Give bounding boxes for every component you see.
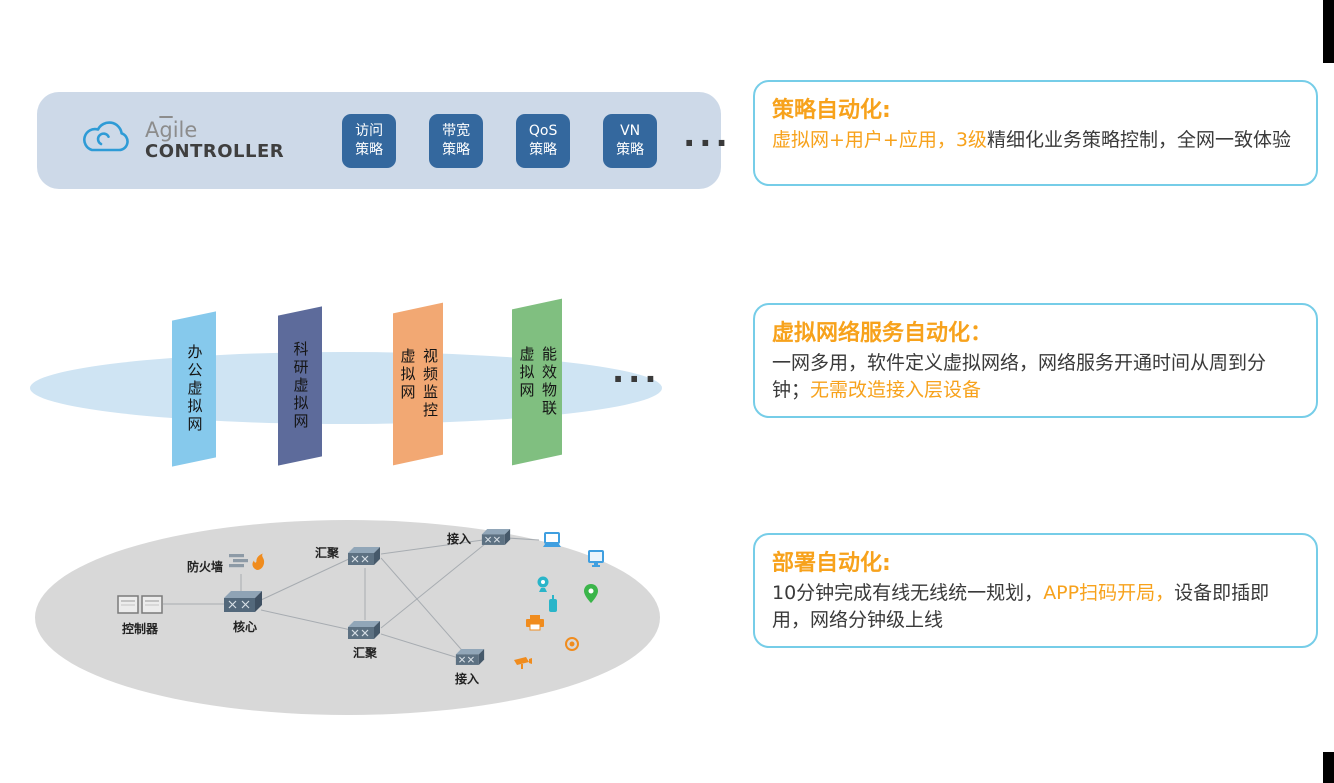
brand-text: Agile CONTROLLER xyxy=(145,118,285,163)
access-bottom-label: 接入 xyxy=(455,672,480,686)
cctv-camera-icon xyxy=(513,655,533,674)
controller-label: 控制器 xyxy=(121,622,158,636)
vn-panel-iot: 能效物联 虚拟网 xyxy=(512,298,562,466)
dome-camera-icon xyxy=(564,636,580,656)
monitor-icon xyxy=(587,550,605,572)
agile-controller-logo: Agile CONTROLLER xyxy=(77,118,285,163)
handset-icon xyxy=(547,595,559,617)
page-edge-bar-top xyxy=(1323,0,1334,63)
controller-banner: Agile CONTROLLER 访问 策略 带宽 策略 QoS 策略 VN 策… xyxy=(37,92,728,189)
vn-panel-office: 办公虚拟网 xyxy=(172,311,216,467)
callout-policy-automation-body: 虚拟网+用户+应用，3级精细化业务策略控制，全网一致体验 xyxy=(772,129,1291,151)
webcam-icon xyxy=(535,575,551,597)
brand-name: Agile xyxy=(145,118,198,143)
callout-vn-service-automation-title: 虚拟网络服务自动化： xyxy=(772,321,993,346)
access-top-switch-icon xyxy=(481,528,511,550)
page-edge-bar-bottom xyxy=(1323,752,1334,783)
callout-deployment-automation-body: 10分钟完成有线无线统一规划，APP扫码开局，设备即插即用，网络分钟级上线 xyxy=(772,582,1270,631)
vn-ellipsis: ... xyxy=(612,352,661,390)
vn-panel-iot-label: 能效物联 虚拟网 xyxy=(517,346,558,418)
policy-tile-vn: VN 策略 xyxy=(603,113,658,168)
location-pin-icon xyxy=(584,584,598,607)
aggregation-top-switch-icon xyxy=(347,546,381,570)
virtual-network-plane xyxy=(30,352,662,424)
topology-links xyxy=(163,537,540,661)
policy-tile-qos: QoS 策略 xyxy=(516,113,571,168)
brand-subname: CONTROLLER xyxy=(145,141,285,163)
callout-vn-service-automation-body: 一网多用，软件定义虚拟网络，网络服务开通时间从周到分钟；无需改造接入层设备 xyxy=(772,352,1267,401)
printer-icon xyxy=(525,615,545,635)
laptop-icon xyxy=(541,532,563,554)
access-top-label: 接入 xyxy=(447,532,472,546)
core-label: 核心 xyxy=(232,620,257,634)
cloud-icon xyxy=(77,119,133,161)
physical-network: 控制器 防火墙 核心 汇聚 xyxy=(35,520,660,715)
policy-tile-access: 访问 策略 xyxy=(342,113,397,168)
physical-network-plane xyxy=(35,520,660,715)
banner-ellipsis: ... xyxy=(683,115,732,154)
callout-deployment-automation: 部署自动化: 10分钟完成有线无线统一规划，APP扫码开局，设备即插即用，网络分… xyxy=(753,533,1318,648)
policy-tiles: 访问 策略 带宽 策略 QoS 策略 VN 策略 xyxy=(342,113,658,168)
vn-panel-research: 科研虚拟网 xyxy=(278,306,322,466)
callout-deployment-automation-title: 部署自动化: xyxy=(772,551,891,576)
core-switch-icon xyxy=(223,590,263,618)
aggregation-bottom-label: 汇聚 xyxy=(353,646,378,660)
callout-vn-service-automation: 虚拟网络服务自动化： 一网多用，软件定义虚拟网络，网络服务开通时间从周到分钟；无… xyxy=(753,303,1318,418)
firewall-icon xyxy=(229,550,267,576)
callout-policy-automation: 策略自动化: 虚拟网+用户+应用，3级精细化业务策略控制，全网一致体验 xyxy=(753,80,1318,186)
vn-panel-video-label: 视频监控 虚拟网 xyxy=(398,348,439,420)
vn-panel-research-label: 科研虚拟网 xyxy=(291,341,310,431)
aggregation-top-label: 汇聚 xyxy=(315,546,340,560)
callout-policy-automation-title: 策略自动化: xyxy=(772,98,891,123)
firewall-label: 防火墙 xyxy=(187,560,224,574)
vn-panel-video: 视频监控 虚拟网 xyxy=(393,302,443,466)
access-bottom-switch-icon xyxy=(455,648,485,670)
controller-icon xyxy=(117,592,163,622)
policy-tile-bandwidth: 带宽 策略 xyxy=(429,113,484,168)
vn-panel-office-label: 办公虚拟网 xyxy=(185,344,204,434)
aggregation-bottom-switch-icon xyxy=(347,620,381,644)
